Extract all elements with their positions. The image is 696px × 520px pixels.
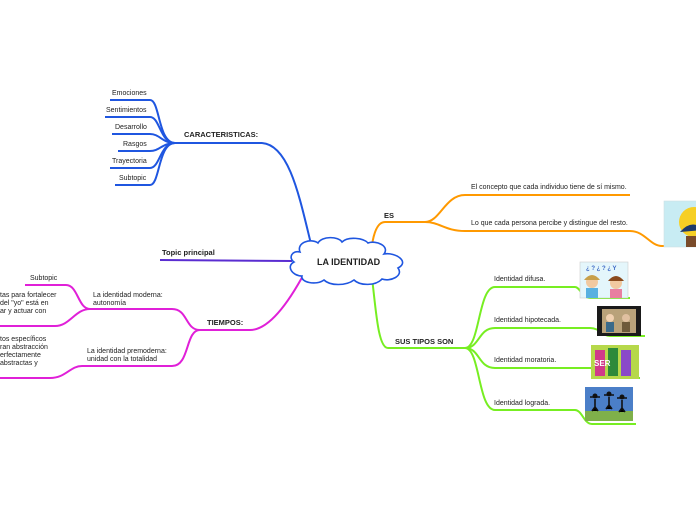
es-item-concepto[interactable]: El concepto que cada individuo tiene de … [471, 184, 627, 191]
caracteristicas-label[interactable]: CARACTERISTICAS: [184, 130, 259, 139]
es-item-percibe[interactable]: Lo que cada persona percibe y distingue … [471, 220, 628, 227]
tipos-item-lograda[interactable]: Identidad lograda. [494, 400, 551, 407]
tiempos-moderna-subtopic[interactable]: Subtopic [30, 275, 58, 282]
tiempos-connectors [0, 271, 306, 379]
tipos-item-hipotecada[interactable]: Identidad hipotecada. [494, 317, 561, 324]
caracteristicas-item-emociones[interactable]: Emociones [112, 90, 147, 97]
es-connectors [371, 194, 696, 247]
es-label[interactable]: ES [384, 211, 395, 220]
svg-text:SER: SER [594, 359, 611, 368]
caracteristicas-item-rasgos[interactable]: Rasgos [123, 141, 147, 148]
tipos-item-difusa[interactable]: Identidad difusa. [494, 276, 546, 283]
lograda-picture [585, 387, 633, 421]
central-label[interactable]: LA IDENTIDAD [317, 257, 381, 267]
es-picture [663, 200, 696, 248]
tiempos-moderna-label[interactable]: La identidad moderna: autonomía [93, 292, 163, 307]
svg-text:¿ ? ¿ ? ¿ Y: ¿ ? ¿ ? ¿ Y [586, 266, 617, 272]
caracteristicas-item-trayectoria[interactable]: Trayectoria [112, 158, 147, 165]
tiempos-premoderna-text[interactable]: tos específicos ran abstracción erfectam… [0, 336, 48, 367]
caracteristicas-connectors [105, 99, 313, 249]
central-cloud[interactable] [289, 236, 404, 286]
tiempos-label[interactable]: TIEMPOS: [207, 318, 244, 327]
hipotecada-picture [597, 306, 641, 336]
topic-principal-label[interactable]: Topic principal [162, 248, 215, 257]
difusa-picture: ¿ ? ¿ ? ¿ Y [579, 261, 629, 299]
tiempos-premoderna-label[interactable]: La identidad premoderna: unidad con la t… [87, 348, 167, 363]
tipos-label[interactable]: SUS TIPOS SON [395, 337, 454, 346]
caracteristicas-item-subtopic[interactable]: Subtopic [119, 175, 147, 182]
tiempos-moderna-text[interactable]: tas para fortalecer del "yo" está en ar … [0, 292, 57, 315]
tipos-item-moratoria[interactable]: Identidad moratoria. [494, 357, 557, 364]
topic-connector [159, 259, 293, 262]
moratoria-picture: SER [591, 345, 639, 379]
caracteristicas-item-desarrollo[interactable]: Desarrollo [115, 124, 147, 131]
caracteristicas-item-sentimientos[interactable]: Sentimientos [106, 107, 147, 114]
